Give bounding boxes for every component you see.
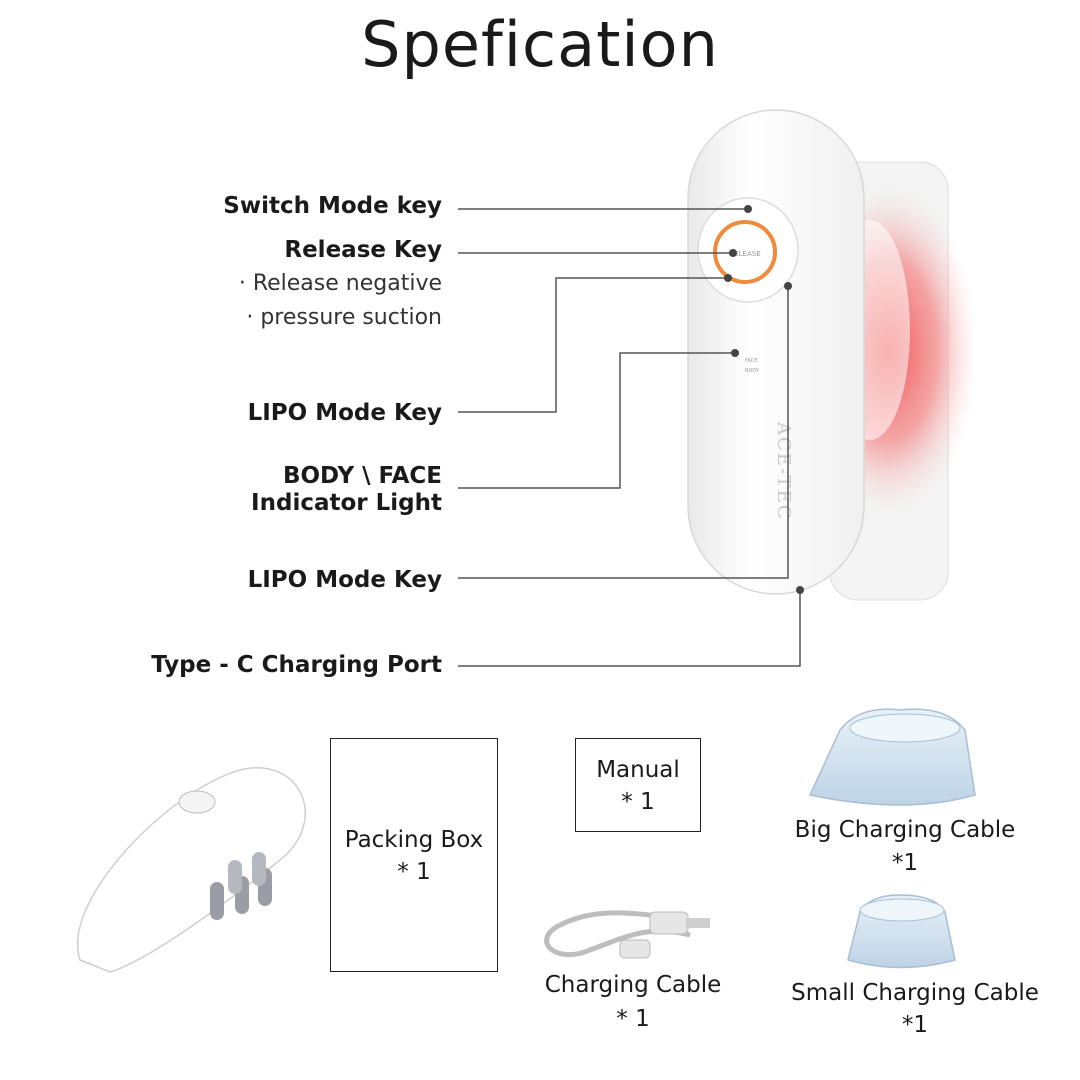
svg-text:RELEASE: RELEASE bbox=[729, 250, 760, 258]
big-cup-image bbox=[808, 708, 976, 806]
callout-release-key: Release Key bbox=[284, 237, 442, 263]
callout-switch-mode-key: Switch Mode key bbox=[223, 193, 442, 219]
small-cable-name: Small Charging Cable bbox=[791, 980, 1039, 1006]
callout-type-c-port: Type - C Charging Port bbox=[151, 652, 442, 678]
device-side-view bbox=[77, 767, 306, 973]
manual-card: Manual * 1 bbox=[575, 738, 701, 832]
charging-cable-qty: * 1 bbox=[616, 1006, 650, 1032]
manual-qty: * 1 bbox=[621, 789, 655, 815]
callout-lipo-mode-key-1: LIPO Mode Key bbox=[247, 400, 442, 426]
release-key-button bbox=[713, 220, 777, 284]
svg-text:FACE: FACE bbox=[745, 358, 757, 364]
callout-indicator-light: Indicator Light bbox=[251, 490, 442, 516]
callout-lines bbox=[458, 208, 801, 667]
callout-lipo-mode-key-2: LIPO Mode Key bbox=[247, 567, 442, 593]
packing-box-qty: * 1 bbox=[397, 859, 431, 885]
packing-box-card: Packing Box * 1 bbox=[330, 738, 498, 972]
brand-text: ACE-TEC bbox=[773, 421, 794, 521]
callout-release-detail-2: · pressure suction bbox=[246, 305, 442, 330]
small-cable-qty: *1 bbox=[901, 1012, 929, 1038]
manual-name: Manual bbox=[596, 757, 680, 783]
callout-body-face: BODY \ FACE bbox=[282, 463, 442, 489]
device-body bbox=[687, 109, 865, 595]
big-cable-name: Big Charging Cable bbox=[794, 817, 1016, 843]
svg-text:BODY: BODY bbox=[745, 368, 760, 374]
page-title: Spefication bbox=[361, 8, 719, 81]
small-cup-image bbox=[847, 894, 956, 969]
callout-release-detail-1: · Release negative bbox=[238, 271, 442, 296]
big-cable-qty: *1 bbox=[891, 850, 919, 876]
charging-cable-name: Charging Cable bbox=[544, 972, 722, 998]
packing-box-name: Packing Box bbox=[344, 827, 484, 853]
